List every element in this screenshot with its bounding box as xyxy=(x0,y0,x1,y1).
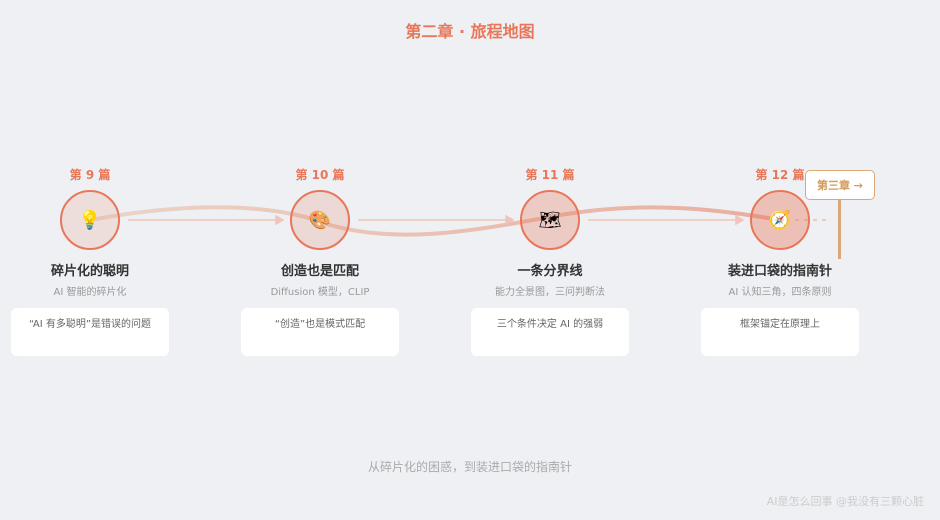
node-card: 三个条件决定 AI 的强弱 xyxy=(471,308,629,356)
node-card: “创造”也是模式匹配 xyxy=(241,308,399,356)
node-card: “AI 有多聪明”是错误的问题 xyxy=(11,308,169,356)
episode-label: 第 12 篇 xyxy=(755,168,805,182)
episode-label: 第 11 篇 xyxy=(525,168,575,182)
lightbulb-icon: 💡 xyxy=(60,190,120,250)
compass-icon: 🧭 xyxy=(750,190,810,250)
node-subtitle: AI 智能的碎片化 xyxy=(53,287,127,298)
palette-icon: 🎨 xyxy=(290,190,350,250)
node-subtitle: Diffusion 模型，CLIP xyxy=(270,287,370,298)
node-title: 装进口袋的指南针 xyxy=(727,264,832,279)
next-chapter-sign[interactable]: 第三章 → xyxy=(805,170,875,200)
watermark: AI是怎么回事 @我没有三颗心脏 xyxy=(766,495,924,508)
chapter-title: 第二章 · 旅程地图 xyxy=(405,22,535,41)
episode-label: 第 10 篇 xyxy=(295,168,345,182)
signpost-pole xyxy=(838,200,841,259)
footer-caption: 从碎片化的困惑，到装进口袋的指南针 xyxy=(367,460,572,474)
node-card: 框架锚定在原理上 xyxy=(701,308,859,356)
journey-curve xyxy=(89,205,781,237)
node-subtitle: AI 认知三角，四条原则 xyxy=(728,287,832,298)
map-icon: 🗺 xyxy=(520,190,580,250)
episode-label: 第 9 篇 xyxy=(69,168,111,182)
node-subtitle: 能力全景图，三问判断法 xyxy=(495,287,605,298)
node-title: 碎片化的聪明 xyxy=(50,264,129,279)
node-title: 创造也是匹配 xyxy=(280,264,359,279)
node-title: 一条分界线 xyxy=(517,264,583,279)
